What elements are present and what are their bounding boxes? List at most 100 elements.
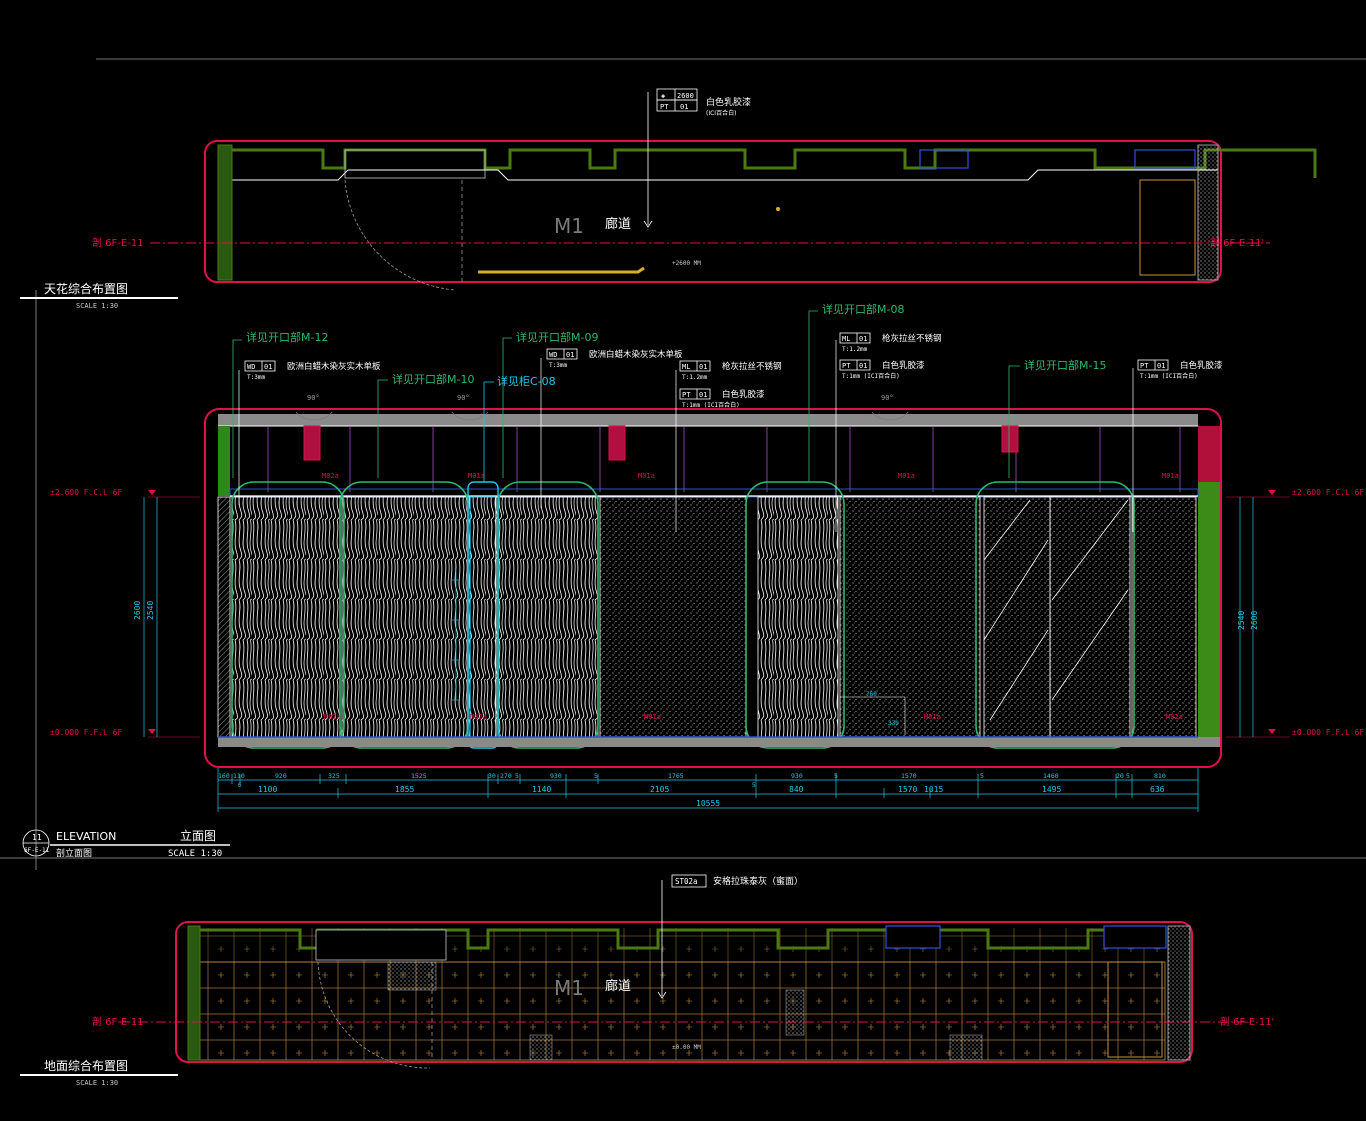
dimension-row-1: 160 110 920 325 1525 30 270 5 930 5 1765…: [218, 772, 1166, 780]
svg-text:T:1mm (ICI百合白): T:1mm (ICI百合白): [842, 372, 900, 380]
elevation-boundary: [204, 408, 1222, 768]
svg-text:±2.600 F.C.L 6F: ±2.600 F.C.L 6F: [50, 488, 122, 497]
callout-open-12: 详见开口部M-12: [246, 330, 328, 344]
elevation-scale: SCALE 1:30: [168, 849, 222, 859]
svg-text:T:3mm: T:3mm: [247, 374, 265, 381]
svg-text:ML: ML: [682, 363, 690, 371]
svg-text:5: 5: [752, 782, 756, 789]
ceiling-plan: 剖 6F-E-11 剖 6F-E-11' M1 廊道 +2600 MM ◈ 26…: [20, 88, 1317, 310]
svg-text:2600: 2600: [133, 601, 142, 620]
svg-text:840: 840: [789, 785, 804, 794]
material-tag: ML 01 枪灰拉丝不锈钢 T:1.2mm: [839, 332, 942, 353]
door-opening-outline: [231, 481, 345, 749]
svg-text:枪灰拉丝不锈钢: 枪灰拉丝不锈钢: [882, 333, 942, 344]
svg-text:01: 01: [1157, 362, 1165, 370]
svg-text:PT: PT: [682, 391, 691, 399]
svg-text:白色乳胶漆: 白色乳胶漆: [882, 360, 925, 371]
level-markers-left: ±2.600 F.C.L 6F ±0.000 F.F.L 6F 2600 254…: [50, 488, 200, 738]
svg-text:1100: 1100: [258, 785, 277, 794]
svg-text:T:1.2mm: T:1.2mm: [842, 346, 868, 353]
ceiling-tag-code: PT: [660, 103, 669, 111]
svg-text:930: 930: [791, 772, 803, 780]
ceiling-plan-scale: SCALE 1:30: [76, 302, 118, 310]
door-mark: M01a: [468, 472, 485, 480]
light-fixture: [608, 425, 626, 461]
callout-open-10: 详见开口部M-10: [392, 372, 474, 386]
svg-text:270: 270: [500, 772, 512, 780]
callout-open-08: 详见开口部M-08: [822, 302, 904, 316]
svg-text:01: 01: [859, 362, 867, 370]
door-mark: M01a: [1162, 472, 1179, 480]
svg-text:PT: PT: [1140, 362, 1149, 370]
svg-text:欧洲白蜡木染灰实木单板: 欧洲白蜡木染灰实木单板: [589, 349, 683, 360]
angle-label: 90°: [307, 394, 320, 402]
svg-text:白色乳胶漆: 白色乳胶漆: [722, 389, 765, 400]
left-end-panel: [217, 496, 231, 738]
ceiling-tag-symbol: ◈: [661, 92, 666, 100]
door-mark: M01a: [898, 472, 915, 480]
door-mark: M02a: [1166, 713, 1183, 721]
floor-plan-scale: SCALE 1:30: [76, 1079, 118, 1087]
wood-veneer-panel: [231, 496, 341, 738]
svg-text:ML: ML: [842, 335, 850, 343]
ceiling-level-note: +2600 MM: [672, 260, 701, 267]
svg-text:2105: 2105: [650, 785, 669, 794]
wood-veneer-panel: [495, 496, 599, 738]
material-tag: PT 01 白色乳胶漆 T:1mm (ICI百合白): [839, 359, 925, 380]
floor-section-left: 剖 6F-E-11: [92, 1015, 144, 1028]
glass-panel: [1049, 496, 1131, 738]
svg-text:±2.600 F.C.L 6F: ±2.600 F.C.L 6F: [1292, 488, 1364, 497]
door-opening-outline: [745, 481, 845, 749]
svg-text:1015: 1015: [924, 785, 943, 794]
svg-text:01: 01: [566, 351, 574, 359]
floor-plan-boundary: [175, 921, 1193, 1063]
svg-text:1570: 1570: [901, 772, 917, 780]
svg-text:1495: 1495: [1042, 785, 1061, 794]
svg-text:5: 5: [834, 772, 838, 780]
ceiling-tag-sub: (ICI百合白): [706, 109, 736, 117]
svg-text:WD: WD: [549, 351, 557, 359]
glass-panel: [983, 496, 1051, 738]
svg-text:325: 325: [328, 772, 340, 780]
floor-room-code: M1: [554, 976, 584, 1000]
svg-text:20: 20: [1116, 772, 1124, 780]
angle-label: 90°: [881, 394, 894, 402]
svg-text:6: 6: [238, 782, 242, 789]
level-markers-right: ±2.600 F.C.L 6F ±0.000 F.F.L 6F 2540 260…: [1226, 488, 1364, 738]
cabinet-panel: [469, 496, 497, 738]
svg-text:636: 636: [1150, 785, 1165, 794]
svg-text:±0.000 F.F.L 6F: ±0.000 F.F.L 6F: [50, 728, 122, 737]
light-fixture: [303, 425, 321, 461]
svg-text:白色乳胶漆: 白色乳胶漆: [1180, 360, 1223, 371]
ceiling-room-code: M1: [554, 214, 584, 238]
light-fixture: [1001, 425, 1019, 453]
wood-veneer-panel: [757, 496, 839, 738]
svg-text:T:3mm: T:3mm: [549, 362, 567, 369]
svg-text:2540: 2540: [1237, 611, 1246, 630]
paint-panel: [839, 496, 981, 738]
svg-text:01: 01: [699, 363, 707, 371]
svg-text:WD: WD: [247, 363, 255, 371]
svg-text:5: 5: [1126, 772, 1130, 780]
elevation-number: 11: [32, 833, 42, 842]
svg-text:930: 930: [550, 772, 562, 780]
svg-text:±0.000 F.F.L 6F: ±0.000 F.F.L 6F: [1292, 728, 1364, 737]
floor-plan-title: 地面综合布置图: [44, 1058, 128, 1073]
door-mark: M01a: [644, 713, 661, 721]
svg-text:1460: 1460: [1043, 772, 1059, 780]
svg-text:5: 5: [594, 772, 598, 780]
svg-text:1570: 1570: [898, 785, 917, 794]
floor-room-name: 廊道: [605, 978, 631, 994]
dimension-total: 10555: [696, 799, 720, 808]
ceiling-tag-num: 01: [680, 103, 688, 111]
ceiling-section-left: 剖 6F-E-11: [92, 236, 144, 249]
floor-tag-code: ST02a: [675, 877, 698, 886]
svg-text:1765: 1765: [668, 772, 684, 780]
door-mark: M01a: [638, 472, 655, 480]
ceiling-room-name: 廊道: [605, 216, 631, 232]
paint-panel: [1131, 496, 1197, 738]
door-mark: M02a: [322, 472, 339, 480]
callout-cab-08: 详见柜C-08: [497, 374, 556, 388]
angle-label: 90°: [457, 394, 470, 402]
door-mark: M01a: [924, 713, 941, 721]
